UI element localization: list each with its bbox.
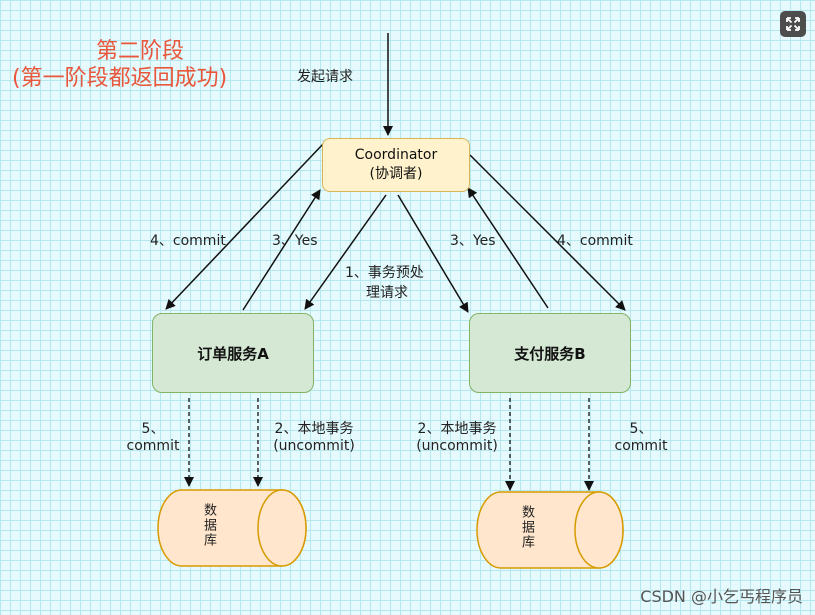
b-local-label: 2、本地事务 (uncommit) (405, 418, 509, 454)
a-local-label-line2: (uncommit) (273, 438, 355, 454)
a-commit-label-line2: commit (126, 438, 180, 454)
database-b (476, 491, 624, 569)
service-a-label: 订单服务A (197, 344, 269, 363)
watermark: CSDN @小乞丐程序员 (640, 587, 803, 606)
yes-arrow-from-b (467, 187, 549, 309)
commit-arrow-to-b (469, 154, 626, 311)
database-a (157, 489, 307, 567)
commit-arrow-to-a (165, 142, 325, 310)
service-a-node: 订单服务A (152, 313, 314, 393)
service-b-node: 支付服务B (469, 313, 631, 393)
b-commit-label: 5、 commit (610, 418, 672, 454)
b-local-label-line2: (uncommit) (416, 438, 498, 454)
coordinator-node: Coordinator (协调者) (322, 138, 470, 192)
yes-arrow-from-a (242, 189, 321, 311)
b-commit-label-line2: commit (614, 438, 668, 454)
coordinator-title: Coordinator (354, 147, 438, 163)
prepare-arrow-to-a (304, 194, 387, 310)
yes-left-label: 3、Yes (272, 233, 318, 249)
database-b-label: 数据库 (519, 505, 534, 550)
expand-icon (786, 17, 800, 31)
expand-button[interactable] (780, 11, 806, 37)
a-local-label-line1: 2、本地事务 (274, 421, 354, 437)
prepare-label-line1: 1、事务预处 (345, 265, 424, 281)
a-local-label: 2、本地事务 (uncommit) (262, 418, 366, 454)
commit-right-label: 4、commit (557, 233, 633, 249)
database-a-label: 数据库 (201, 503, 216, 548)
coordinator-subtitle: (协调者) (369, 166, 423, 182)
b-commit-label-line1: 5、 (629, 421, 653, 437)
service-b-label: 支付服务B (514, 344, 586, 363)
b-local-label-line1: 2、本地事务 (417, 421, 497, 437)
yes-right-label: 3、Yes (450, 233, 496, 249)
a-commit-label-line1: 5、 (141, 421, 165, 437)
prepare-arrow-to-b (397, 194, 469, 313)
prepare-label-line2: 理请求 (366, 285, 408, 301)
diagram-title-line2: (第一阶段都返回成功) (12, 66, 228, 91)
diagram-title-line1: 第二阶段 (96, 39, 185, 64)
a-commit-label: 5、 commit (122, 418, 184, 454)
request-label: 发起请求 (297, 69, 353, 85)
commit-left-label: 4、commit (150, 233, 226, 249)
